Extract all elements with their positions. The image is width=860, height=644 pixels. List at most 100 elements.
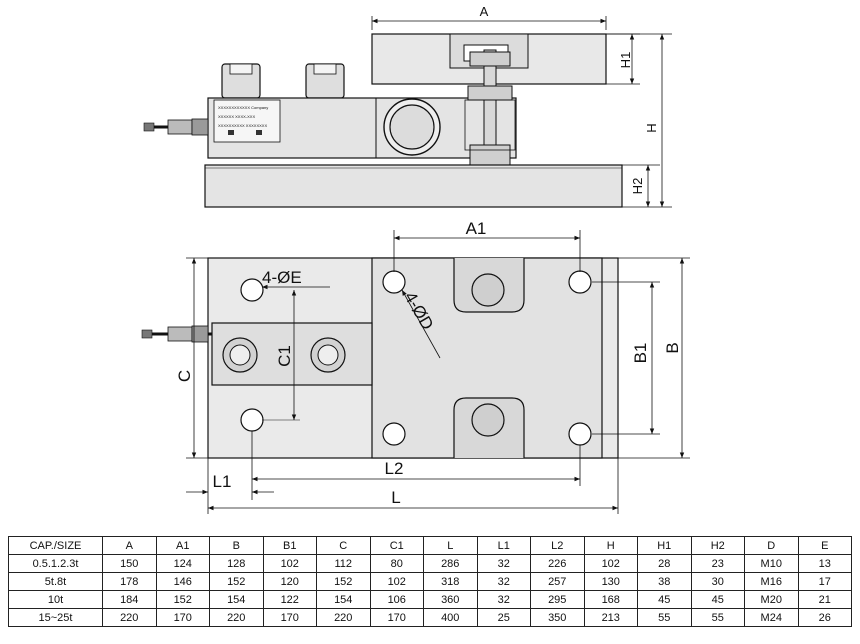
table-cell: 213 (583, 608, 638, 627)
hole-e-top (240, 278, 264, 302)
column-header: H2 (690, 536, 745, 555)
table-cell: 28 (637, 554, 692, 573)
column-header: D (744, 536, 799, 555)
dimension-h1: H1 (606, 33, 640, 85)
table-cell: M10 (744, 554, 799, 573)
table-cell: 226 (530, 554, 585, 573)
table-cell: 350 (530, 608, 585, 627)
dimension-h: H (606, 33, 672, 208)
top-nut (469, 51, 511, 67)
column-header: L (423, 536, 478, 555)
table-cell: 400 (423, 608, 478, 627)
table-cell: 150 (102, 554, 157, 573)
bottom-nut (469, 144, 511, 166)
sensor-cable (143, 118, 209, 136)
table-row: 10t 184 152 154 122 154 106 360 32 295 1… (8, 590, 852, 609)
table-cell: 23 (690, 554, 745, 573)
dimension-a1: A1 (393, 219, 581, 272)
table-cell: 32 (476, 554, 531, 573)
base-plate (204, 164, 623, 208)
table-cell: 10t (8, 590, 103, 609)
dimension-a1-label: A1 (466, 219, 487, 238)
table-cell: 0.5.1.2.3t (8, 554, 103, 573)
column-header: C1 (369, 536, 424, 555)
table-row: 15~25t 220 170 220 170 220 170 400 25 35… (8, 608, 852, 627)
table-cell: 124 (155, 554, 210, 573)
table-cell: 26 (797, 608, 852, 627)
column-header: C (316, 536, 371, 555)
table-cell: 220 (102, 608, 157, 627)
table-cell: 13 (797, 554, 852, 573)
table-cell: 170 (262, 608, 317, 627)
table-cell: 128 (209, 554, 264, 573)
nameplate-line-1: XXXXXXXXXXXX Company (218, 105, 268, 110)
dimension-c1: C1 (262, 290, 300, 421)
table-cell: 295 (530, 590, 585, 609)
column-header: E (797, 536, 852, 555)
sensor-cap-left-plan (222, 337, 258, 373)
table-cell: 106 (369, 590, 424, 609)
dimension-l1: L1 (186, 431, 274, 514)
dimensions-table: CAP./SIZE A A1 B B1 C C1 L L1 L2 H H1 H2… (8, 536, 852, 627)
dimension-c: C (175, 257, 208, 459)
dimension-b: B (618, 257, 690, 459)
dimension-l2-label: L2 (385, 459, 404, 478)
column-header: B1 (262, 536, 317, 555)
column-header: H1 (637, 536, 692, 555)
callout-hole-e-label: 4-ØE (262, 268, 302, 287)
table-cell: 55 (637, 608, 692, 627)
dimension-h1-label: H1 (618, 52, 633, 69)
table-cell: 146 (155, 572, 210, 591)
table-cell: 170 (369, 608, 424, 627)
table-cell: 184 (102, 590, 157, 609)
hole-d-bottom-left (382, 422, 406, 446)
callout-hole-e: 4-ØE (262, 268, 330, 290)
column-header: B (209, 536, 264, 555)
table-cell: 122 (262, 590, 317, 609)
table-cell: 55 (690, 608, 745, 627)
column-header: L1 (476, 536, 531, 555)
table-cell: 21 (797, 590, 852, 609)
bolt-head-lower (471, 403, 505, 437)
table-cell: 45 (690, 590, 745, 609)
hole-d-top-left (382, 270, 406, 294)
column-header: A1 (155, 536, 210, 555)
table-cell: 102 (262, 554, 317, 573)
table-cell: M16 (744, 572, 799, 591)
table-cell: 32 (476, 590, 531, 609)
sensor-cap-right-plan (310, 337, 346, 373)
dimension-a-label: A (480, 4, 489, 19)
table-cell: 120 (262, 572, 317, 591)
table-cell: 152 (155, 590, 210, 609)
table-cell: 178 (102, 572, 157, 591)
table-cell: 360 (423, 590, 478, 609)
hole-e-bottom (240, 408, 264, 432)
table-cell: 112 (316, 554, 371, 573)
nameplate-line-2: XXXXXX XXXX-XXX (218, 114, 255, 119)
dimension-b1: B1 (592, 281, 660, 435)
bolt-head-upper (471, 273, 505, 307)
table-cell: 154 (316, 590, 371, 609)
table-cell: M20 (744, 590, 799, 609)
table-cell: 25 (476, 608, 531, 627)
dimension-h2: H2 (622, 164, 660, 207)
column-header: H (583, 536, 638, 555)
table-cell: M24 (744, 608, 799, 627)
table-cell: 17 (797, 572, 852, 591)
table-cell: 15~25t (8, 608, 103, 627)
table-row: 0.5.1.2.3t 150 124 128 102 112 80 286 32… (8, 554, 852, 573)
sensor-ring-inner (389, 104, 435, 150)
plan-view: A1 4-ØE 4-ØD C1 C B1 (141, 219, 690, 514)
table-cell: 220 (316, 608, 371, 627)
hole-d-top-right (568, 270, 592, 294)
plan-cable (141, 325, 212, 343)
table-cell: 220 (209, 608, 264, 627)
load-cell-mount-drawing: XXXXXXXXXXXX Company XXXXXX XXXX-XXX XXX… (141, 4, 690, 514)
table-cell: 5t.8t (8, 572, 103, 591)
dimension-a: A (371, 4, 607, 30)
dimension-h-label: H (644, 123, 659, 132)
table-cell: 130 (583, 572, 638, 591)
dimension-c-label: C (175, 370, 194, 382)
table-row: 5t.8t 178 146 152 120 152 102 318 32 257… (8, 572, 852, 591)
dimension-l1-label: L1 (213, 472, 232, 491)
